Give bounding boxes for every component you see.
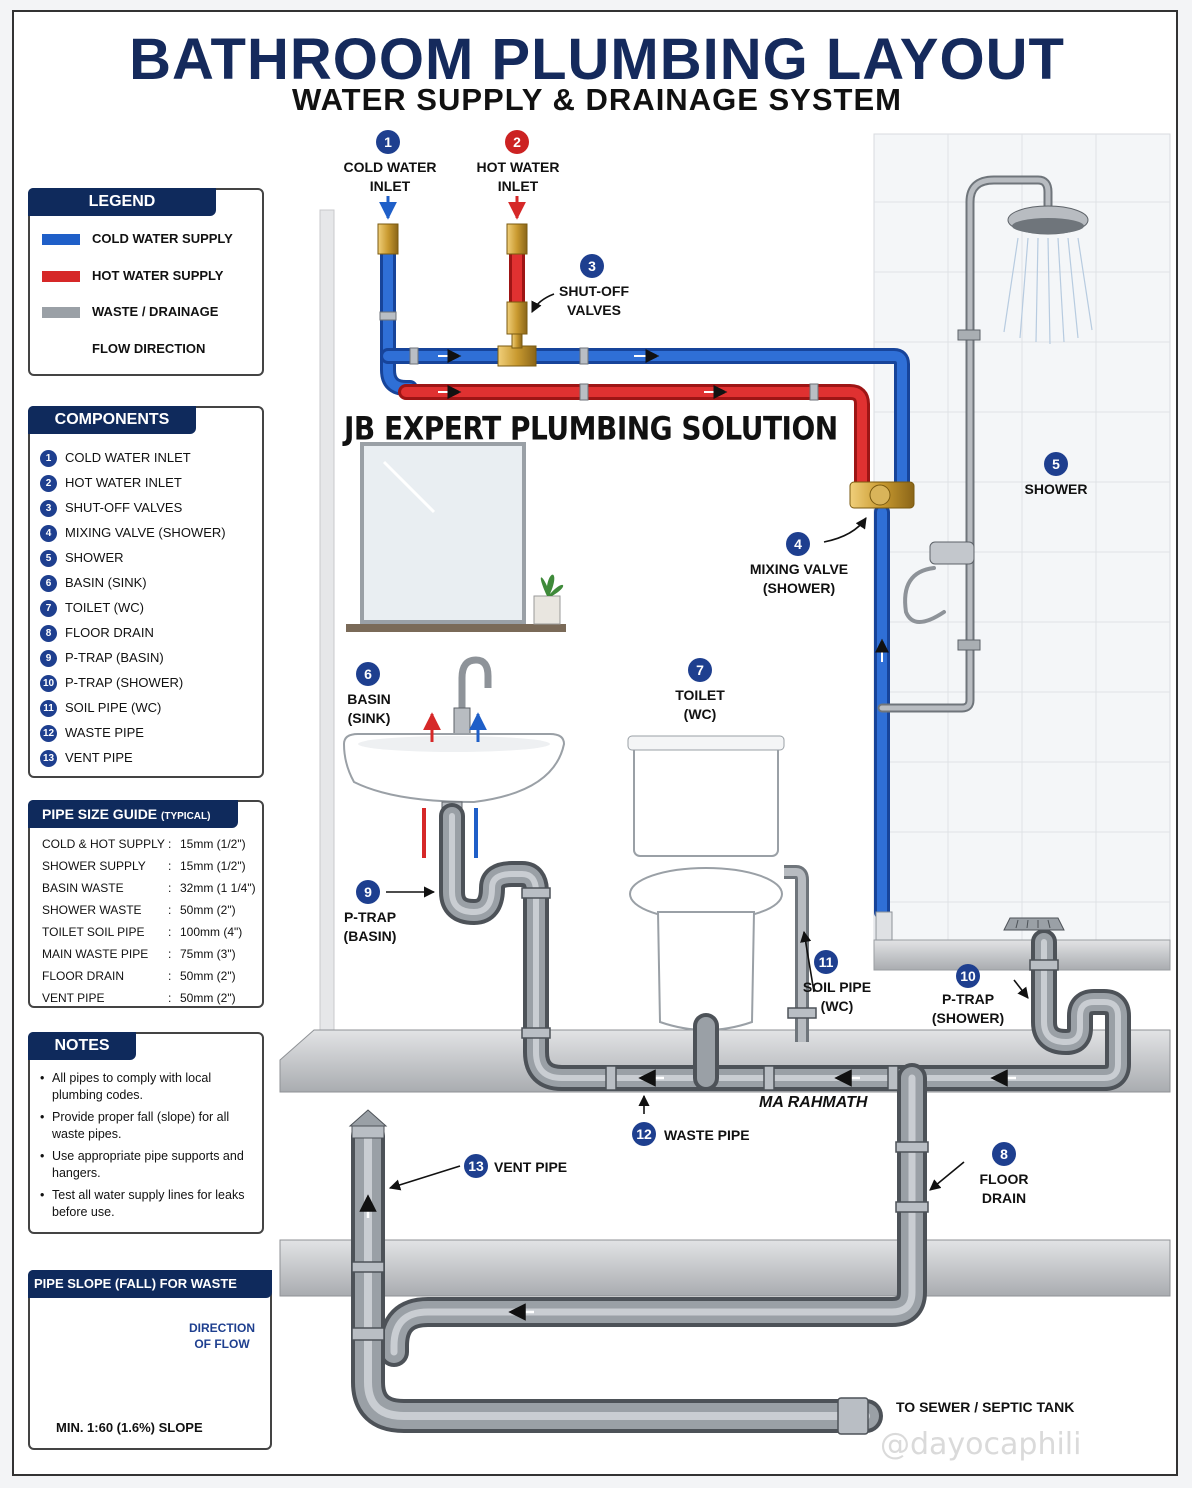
notes-panel: NOTES •All pipes to comply with local pl… (28, 1032, 264, 1234)
legend-item-flow: FLOW DIRECTION (92, 341, 206, 356)
inlet-valves (377, 223, 537, 367)
note-item: •Test all water supply lines for leaks b… (40, 1188, 245, 1219)
watermark: @dayocaphili (880, 1427, 1082, 1462)
badge-12: 12 (632, 1122, 656, 1146)
page-title: BATHROOM PLUMBING LAYOUT (129, 27, 1065, 92)
slope-panel: PIPE SLOPE (FALL) FOR WASTE PIPES DIRECT… (28, 1270, 272, 1450)
components-title: COMPONENTS (28, 406, 196, 434)
mixing-valve (849, 481, 915, 509)
basin-label: BASIN (SINK) (347, 691, 391, 726)
toilet (627, 735, 809, 1042)
plumbing-diagram (35, 133, 1171, 1435)
pipe-size-row: COLD & HOT SUPPLY:15mm (1/2") (42, 837, 246, 851)
pipe-size-row: TOILET SOIL PIPE:100mm (4") (42, 925, 243, 939)
badge-4: 4 (786, 532, 810, 556)
sewer-label: TO SEWER / SEPTIC TANK (896, 1399, 1075, 1415)
badge-1: 1 (376, 130, 400, 154)
pipe-size-row: VENT PIPE:50mm (2") (42, 991, 236, 1005)
badge-7: 7 (688, 658, 712, 682)
pipe-size-panel: PIPE SIZE GUIDE (TYPICAL) COLD & HOT SUP… (28, 800, 264, 1008)
badge-2: 2 (505, 130, 529, 154)
legend-panel: LEGEND COLD WATER SUPPLY HOT WATER SUPPL… (28, 188, 264, 376)
hot-inlet-label: HOT WATER INLET (476, 159, 560, 194)
legend-item-waste: WASTE / DRAINAGE (42, 303, 218, 321)
floor-drain-label: FLOOR DRAIN (979, 1171, 1029, 1206)
waste-swatch (42, 307, 80, 319)
ptrap-basin-label: P-TRAP (BASIN) (343, 909, 397, 944)
cold-inlet-label: COLD WATER INLET (343, 159, 437, 194)
legend-title: LEGEND (28, 188, 216, 216)
badge-13: 13 (464, 1154, 488, 1178)
note-item: •Use appropriate pipe supports and hange… (40, 1149, 244, 1180)
badge-10: 10 (956, 964, 980, 988)
flow-direction-label: DIRECTION OF FLOW (189, 1321, 255, 1351)
badge-11: 11 (814, 950, 838, 974)
note-item: •All pipes to comply with local plumbing… (40, 1071, 212, 1102)
pipe-size-title: PIPE SIZE GUIDE (TYPICAL) (28, 800, 238, 828)
hot-swatch (42, 271, 80, 283)
badge-3: 3 (580, 254, 604, 278)
credit-text: MA RAHMATH (759, 1094, 868, 1111)
floor-drain-grate (1003, 917, 1065, 931)
shower-tile-wall (873, 133, 1171, 971)
badge-5: 5 (1044, 452, 1068, 476)
mixing-valve-label: MIXING VALVE (SHOWER) (749, 561, 849, 596)
pipe-size-row: SHOWER WASTE:50mm (2") (42, 903, 236, 917)
pipe-size-row: SHOWER SUPPLY:15mm (1/2") (42, 859, 246, 873)
notes-title: NOTES (28, 1032, 136, 1060)
mirror (346, 442, 566, 632)
badge-6: 6 (356, 662, 380, 686)
cold-swatch (42, 234, 80, 246)
vent-cap (348, 1109, 388, 1139)
note-item: •Provide proper fall (slope) for all was… (40, 1110, 230, 1141)
brand-text: JB EXPERT PLUMBING SOLUTION (344, 409, 838, 448)
ptrap-shower-label: P-TRAP (SHOWER) (931, 991, 1005, 1026)
page: BATHROOM PLUMBING LAYOUT WATER SUPPLY & … (12, 10, 1178, 1476)
slope-label: MIN. 1:60 (1.6%) SLOPE (56, 1420, 203, 1435)
badge-9: 9 (356, 880, 380, 904)
shutoff-label: SHUT-OFF VALVES (559, 283, 629, 318)
soil-pipe-label: SOIL PIPE (WC) (802, 979, 872, 1014)
page-subtitle: WATER SUPPLY & DRAINAGE SYSTEM (292, 82, 902, 117)
pipe-size-row: BASIN WASTE:32mm (1 1/4") (42, 881, 256, 895)
legend-item-cold: COLD WATER SUPPLY (42, 230, 233, 248)
waste-pipes (351, 803, 1131, 1433)
toilet-label: TOILET (WC) (675, 687, 725, 722)
vent-pipe-label: VENT PIPE (494, 1159, 568, 1175)
badge-8: 8 (992, 1142, 1016, 1166)
waste-pipe-label: WASTE PIPE (664, 1127, 750, 1143)
shower-label: SHOWER (1024, 481, 1088, 497)
hot-supply-pipes (398, 240, 870, 492)
pipe-size-row: FLOOR DRAIN:50mm (2") (42, 969, 236, 983)
slope-title: PIPE SLOPE (FALL) FOR WASTE PIPES (28, 1270, 272, 1319)
pipe-size-row: MAIN WASTE PIPE:75mm (3") (42, 947, 236, 961)
legend-item-hot: HOT WATER SUPPLY (42, 267, 223, 285)
shower-assembly (877, 175, 1053, 713)
